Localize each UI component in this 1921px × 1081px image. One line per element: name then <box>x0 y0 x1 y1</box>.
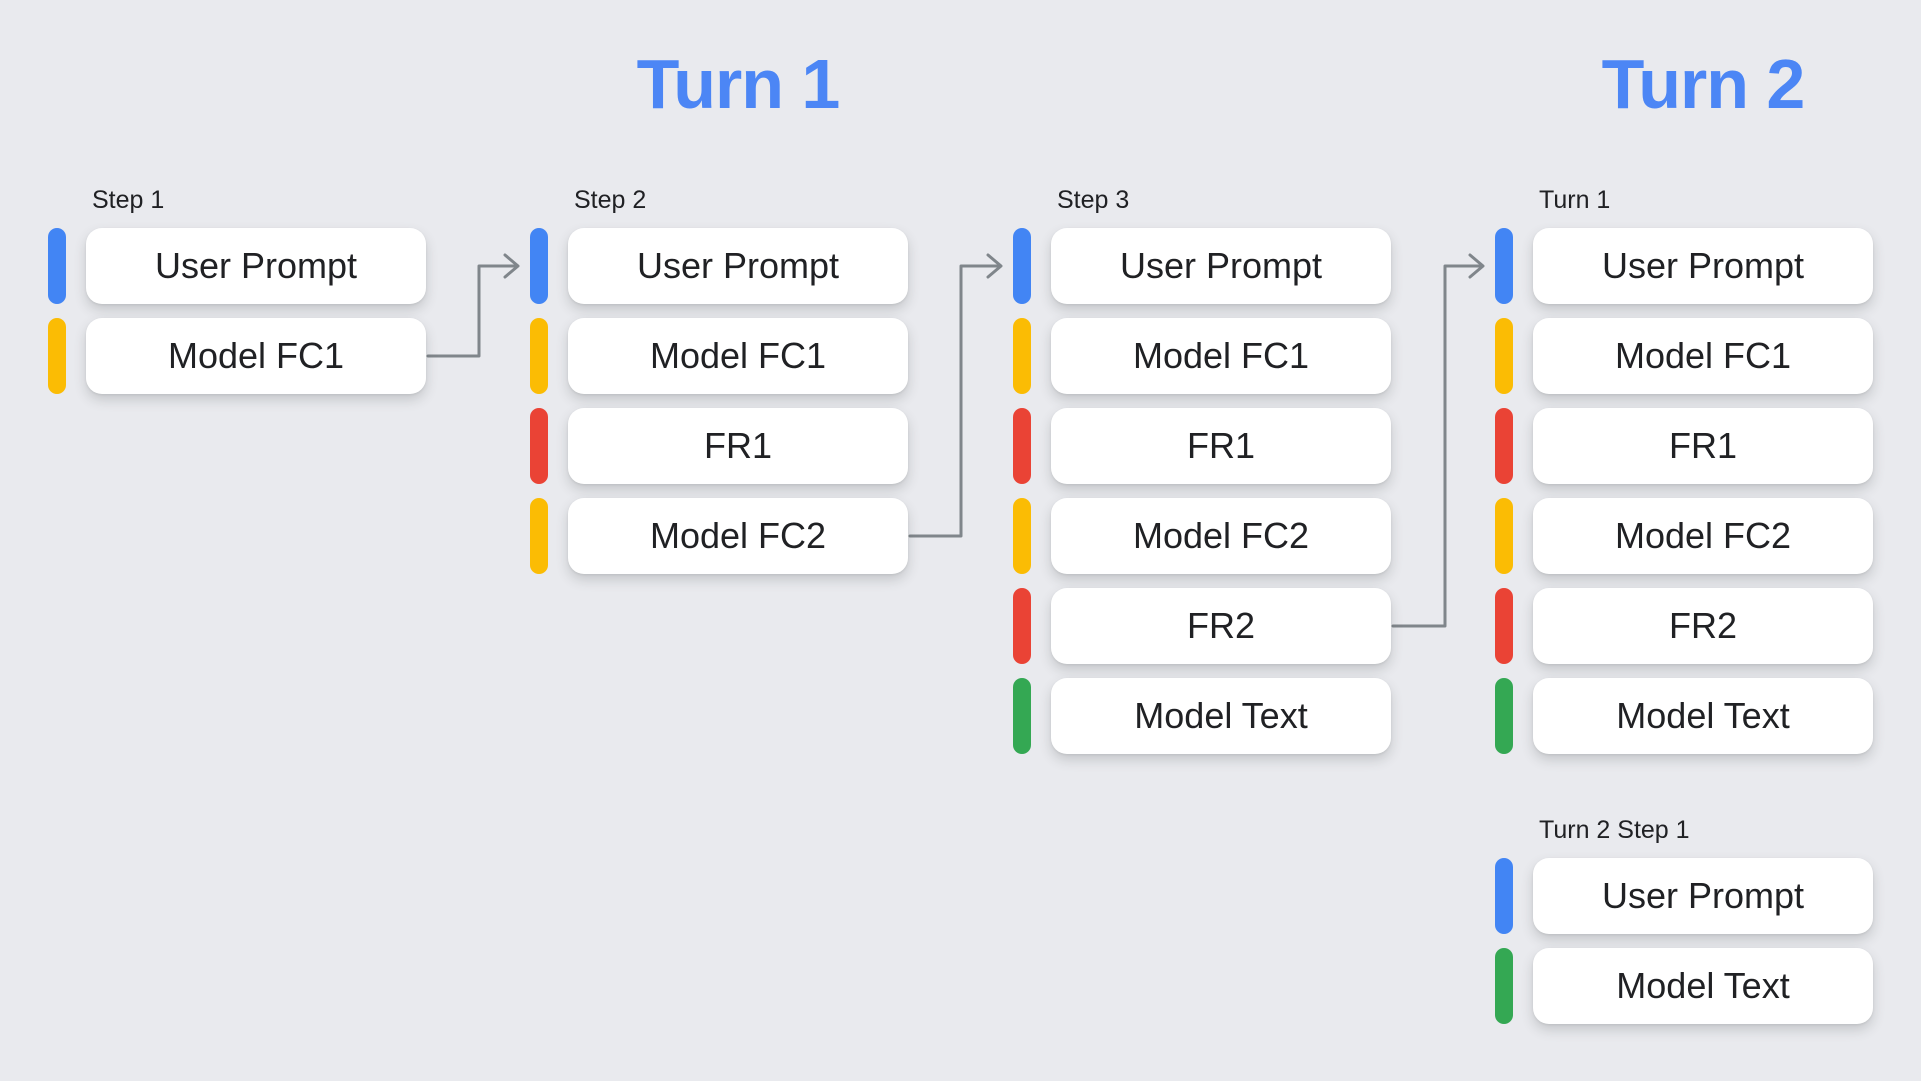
model-fc-color-bar <box>1495 318 1513 394</box>
card-row: FR1 <box>1495 408 1873 484</box>
card-row: FR2 <box>1495 588 1873 664</box>
card-label: Model FC1 <box>1132 335 1310 376</box>
card-row: Model FC1 <box>1013 318 1391 394</box>
user-prompt-color-bar <box>48 228 66 304</box>
card-model-fc2: Model FC2 <box>1533 498 1873 574</box>
card-label: FR2 <box>1186 605 1255 646</box>
card-row: Model FC1 <box>1495 318 1873 394</box>
card-model-fc2: Model FC2 <box>1051 498 1391 574</box>
card-label: User Prompt <box>636 245 840 286</box>
function-response-color-bar <box>1495 588 1513 664</box>
card-label: Model FC2 <box>1614 515 1792 556</box>
card-label: Model FC1 <box>1614 335 1792 376</box>
card-label: Model Text <box>1616 695 1790 736</box>
card-label: User Prompt <box>1119 245 1323 286</box>
card-label: Model FC1 <box>649 335 827 376</box>
function-response-color-bar <box>1013 588 1031 664</box>
model-fc-color-bar <box>1013 318 1031 394</box>
arrow-step3-to-turn2 <box>1391 253 1485 628</box>
card-fr1: FR1 <box>1051 408 1391 484</box>
user-prompt-color-bar <box>1495 858 1513 934</box>
function-response-color-bar <box>530 408 548 484</box>
model-text-color-bar <box>1495 678 1513 754</box>
arrow-step2-to-step3 <box>908 253 1003 538</box>
column-turn1-history-label: Turn 1 <box>1539 186 1611 214</box>
card-model-text: Model Text <box>1533 948 1873 1024</box>
card-row: FR1 <box>530 408 908 484</box>
card-row: FR1 <box>1013 408 1391 484</box>
group-turn2-step1: Turn 2 Step 1 User Prompt Model Text <box>1495 815 1873 1038</box>
group-turn2-step1-label: Turn 2 Step 1 <box>1539 816 1690 844</box>
card-row: Model FC2 <box>1495 498 1873 574</box>
turn2-section-title: Turn 2 <box>1601 45 1806 123</box>
column-step3-label: Step 3 <box>1057 186 1130 214</box>
card-label: Model FC1 <box>167 335 345 376</box>
card-model-fc1: Model FC1 <box>1051 318 1391 394</box>
card-row: User Prompt <box>1013 228 1391 304</box>
card-label: Model Text <box>1616 965 1790 1006</box>
card-fr2: FR2 <box>1051 588 1391 664</box>
card-label: Model FC2 <box>649 515 827 556</box>
card-label: FR2 <box>1668 605 1737 646</box>
card-model-fc1: Model FC1 <box>86 318 426 394</box>
card-label: User Prompt <box>1601 875 1805 916</box>
column-turn1-history: Turn 1 User Prompt Model FC1 FR1 Model F… <box>1495 185 1873 768</box>
card-row: Model Text <box>1495 948 1873 1024</box>
card-row: User Prompt <box>1495 858 1873 934</box>
turn1-section-title: Turn 1 <box>636 45 841 123</box>
arrow-step1-to-step2 <box>426 253 520 358</box>
function-response-color-bar <box>1495 408 1513 484</box>
column-step3: Step 3 User Prompt Model FC1 FR1 Model F… <box>1013 185 1391 768</box>
card-fr1: FR1 <box>568 408 908 484</box>
user-prompt-color-bar <box>530 228 548 304</box>
model-text-color-bar <box>1013 678 1031 754</box>
card-label: FR1 <box>1186 425 1255 466</box>
card-model-fc2: Model FC2 <box>568 498 908 574</box>
card-row: Model FC2 <box>1013 498 1391 574</box>
user-prompt-color-bar <box>1495 228 1513 304</box>
user-prompt-color-bar <box>1013 228 1031 304</box>
model-text-color-bar <box>1495 948 1513 1024</box>
card-user-prompt: User Prompt <box>1533 858 1873 934</box>
column-step1: Step 1 User Prompt Model FC1 <box>48 185 426 408</box>
column-step2: Step 2 User Prompt Model FC1 FR1 Model F… <box>530 185 908 588</box>
card-user-prompt: User Prompt <box>568 228 908 304</box>
card-row: Model Text <box>1013 678 1391 754</box>
model-fc-color-bar <box>48 318 66 394</box>
card-row: Model FC2 <box>530 498 908 574</box>
card-user-prompt: User Prompt <box>86 228 426 304</box>
model-fc-color-bar <box>530 318 548 394</box>
card-label: Model FC2 <box>1132 515 1310 556</box>
column-step1-label: Step 1 <box>92 186 165 214</box>
card-fr1: FR1 <box>1533 408 1873 484</box>
card-row: User Prompt <box>1495 228 1873 304</box>
card-row: Model FC1 <box>530 318 908 394</box>
card-row: FR2 <box>1013 588 1391 664</box>
card-row: Model Text <box>1495 678 1873 754</box>
card-label: FR1 <box>703 425 772 466</box>
model-fc-color-bar <box>1495 498 1513 574</box>
card-user-prompt: User Prompt <box>1533 228 1873 304</box>
card-model-text: Model Text <box>1533 678 1873 754</box>
card-label: FR1 <box>1668 425 1737 466</box>
card-row: Model FC1 <box>48 318 426 394</box>
card-row: User Prompt <box>48 228 426 304</box>
model-fc-color-bar <box>1013 498 1031 574</box>
model-fc-color-bar <box>530 498 548 574</box>
function-response-color-bar <box>1013 408 1031 484</box>
card-model-fc1: Model FC1 <box>568 318 908 394</box>
card-label: User Prompt <box>154 245 358 286</box>
card-model-fc1: Model FC1 <box>1533 318 1873 394</box>
card-user-prompt: User Prompt <box>1051 228 1391 304</box>
column-step2-label: Step 2 <box>574 186 647 214</box>
card-label: Model Text <box>1134 695 1308 736</box>
card-row: User Prompt <box>530 228 908 304</box>
card-model-text: Model Text <box>1051 678 1391 754</box>
card-fr2: FR2 <box>1533 588 1873 664</box>
card-label: User Prompt <box>1601 245 1805 286</box>
